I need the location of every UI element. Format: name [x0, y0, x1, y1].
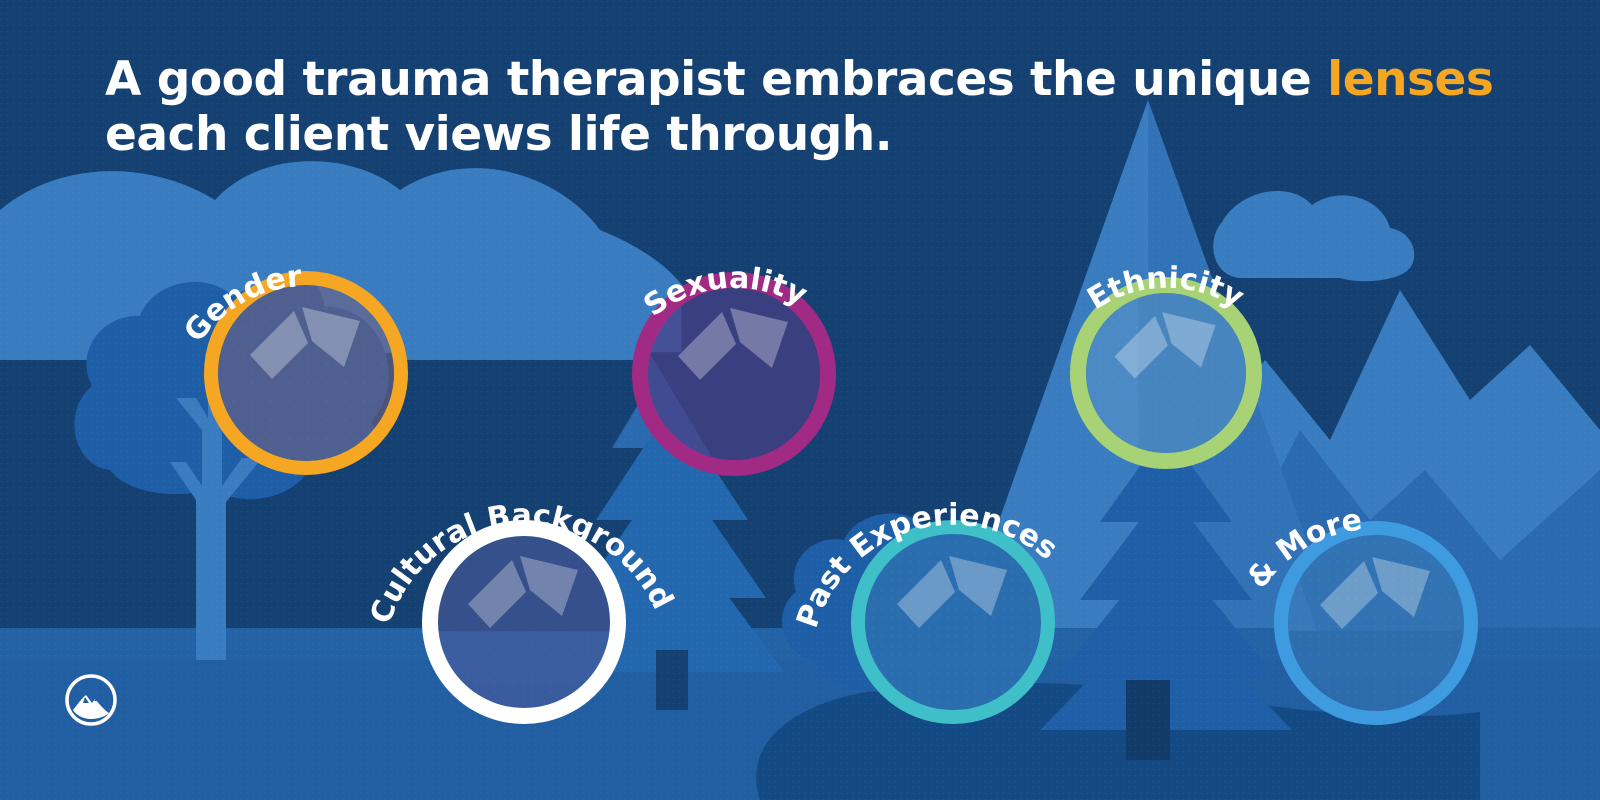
mountain-logo-icon	[65, 674, 117, 726]
headline-line1: A good trauma therapist embraces the uni…	[105, 52, 1328, 107]
lens-ring-sexuality	[632, 272, 836, 476]
lens-ring-gender	[204, 271, 408, 475]
lens-ring-cultural-background	[422, 520, 626, 724]
lens-ring-and-more	[1274, 521, 1478, 725]
headline-accent-word: lenses	[1327, 52, 1494, 107]
page-title: A good trauma therapist embraces the uni…	[105, 52, 1505, 163]
brand-logo[interactable]	[63, 672, 119, 728]
lens-ring-past-experiences	[851, 520, 1055, 724]
lens-ring-ethnicity	[1070, 277, 1262, 469]
headline-line2: each client views life through.	[105, 107, 893, 163]
